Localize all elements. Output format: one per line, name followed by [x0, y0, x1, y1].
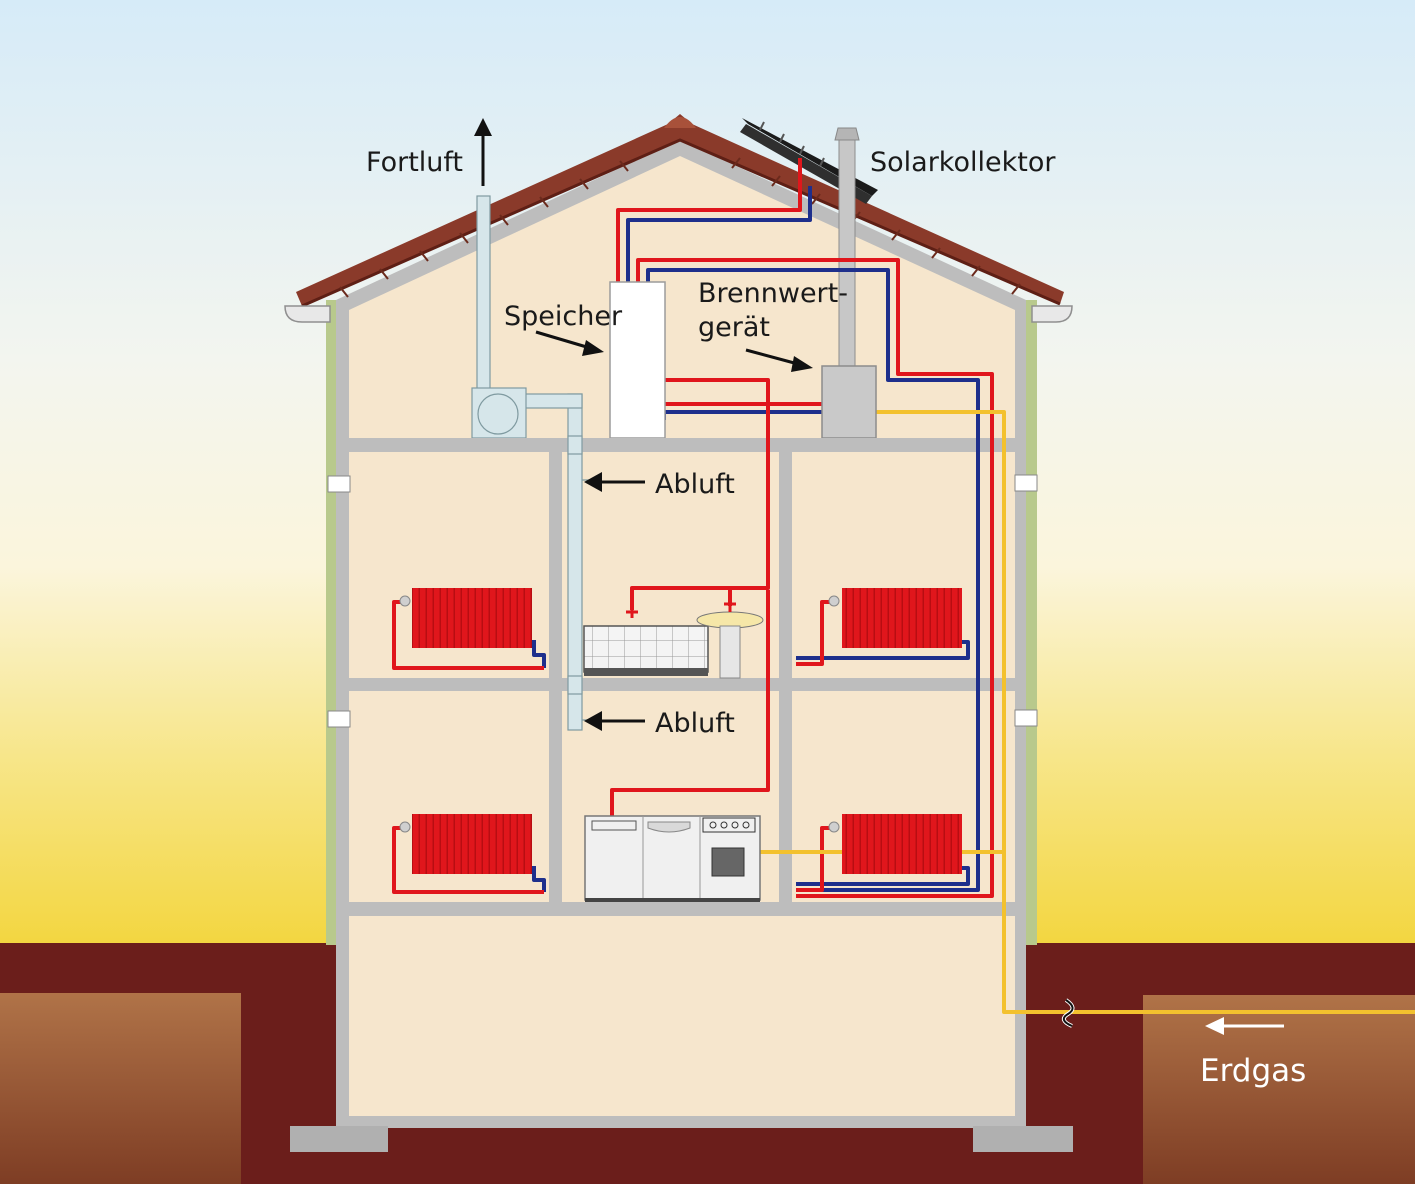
bath-faucet [626, 606, 638, 618]
bathtub [583, 625, 709, 676]
kitchen-appliances [584, 815, 761, 902]
gutter-right [1031, 305, 1073, 323]
floor-slab-upper [336, 678, 1026, 691]
duct-through-slab [567, 435, 583, 455]
radiator [399, 814, 532, 874]
gas-meter-symbol [1062, 999, 1074, 1027]
arrow-abluft-upper [584, 472, 645, 492]
label-brennwert-line1: Brennwert- [698, 278, 848, 309]
floor-slab-lower [336, 902, 1026, 916]
flue-cap [834, 127, 860, 141]
soil-left [0, 993, 241, 1184]
pipe-risers [766, 436, 1006, 918]
condensing-boiler [821, 365, 877, 439]
soil-right [1143, 995, 1415, 1184]
roof-tiles [339, 157, 1021, 298]
duct-through-slab [567, 675, 583, 695]
wall-vent [327, 475, 351, 493]
washbasin [696, 598, 764, 679]
ventilation-fan-unit [471, 387, 527, 439]
roof-edge [301, 138, 1061, 308]
wall-vent [1014, 709, 1038, 727]
basement-room [349, 916, 1015, 1116]
label-speicher: Speicher [504, 301, 623, 332]
label-abluft-upper: Abluft [655, 469, 735, 500]
radiator [399, 588, 532, 648]
label-solarkollektor: Solarkollektor [870, 147, 1056, 178]
arrow-erdgas [1205, 1017, 1284, 1035]
foundation-left [290, 1126, 388, 1152]
roof-ridge [664, 117, 696, 128]
foundation-right [973, 1126, 1073, 1152]
label-brennwert-line2: gerät [698, 312, 770, 343]
floor-slab-attic [336, 438, 1026, 452]
arrow-speicher [535, 330, 604, 356]
hot-water-pipes [392, 158, 994, 898]
label-erdgas: Erdgas [1200, 1053, 1306, 1089]
radiator [828, 814, 962, 874]
wall-insulation-left [326, 300, 336, 945]
radiator [828, 588, 962, 648]
arrow-fortluft [474, 118, 492, 186]
label-abluft-lower: Abluft [655, 708, 735, 739]
arrow-abluft-lower [584, 711, 645, 731]
flue-pipe [838, 137, 856, 369]
label-fortluft: Fortluft [366, 147, 463, 178]
gutter-left [284, 305, 331, 323]
storage-tank [609, 281, 666, 439]
arrow-brennwert [745, 348, 813, 372]
wall-vent [1014, 474, 1038, 492]
wall-insulation-right [1026, 300, 1037, 945]
wall-vent [327, 710, 351, 728]
